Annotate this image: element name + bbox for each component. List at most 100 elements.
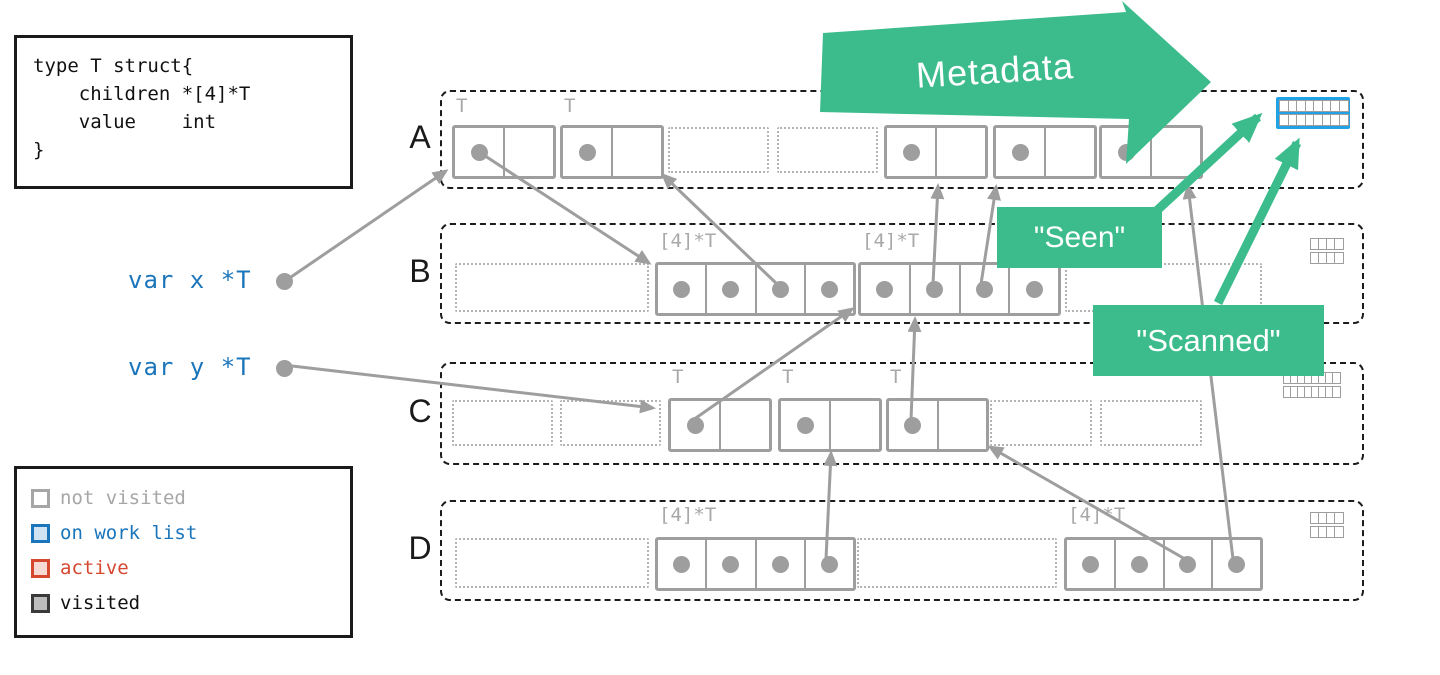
free-slot (990, 400, 1092, 446)
object-cell (1010, 265, 1058, 313)
pointer-dot (1117, 143, 1135, 161)
code-line: value int (33, 111, 217, 133)
metadata-bitmap-icon (1310, 512, 1344, 538)
bitmap-cell (1338, 100, 1349, 112)
heap-object (884, 125, 988, 179)
type-label: [4]*T (659, 230, 717, 252)
legend-item: active (31, 557, 129, 579)
object-cell (563, 128, 613, 176)
heap-object (886, 398, 989, 452)
object-cell (861, 265, 911, 313)
object-cell (781, 401, 831, 449)
bitmap-row (1310, 238, 1344, 250)
pointer-dot (820, 555, 838, 573)
heap-row-label-C: C (408, 392, 432, 429)
pointer-dot (673, 555, 691, 573)
stack-var-x-label: var x *T (128, 266, 252, 294)
code-line: type T struct{ (33, 55, 194, 77)
heap-row-label-A: A (409, 118, 431, 155)
pointer-dot (926, 280, 944, 298)
pointer-dot (1179, 555, 1197, 573)
object-cell (939, 401, 987, 449)
pointer-dot (820, 280, 838, 298)
heap-row-D (440, 500, 1364, 601)
heap-object (993, 125, 1097, 179)
object-cell (707, 265, 757, 313)
object-cell (1165, 540, 1214, 588)
heap-object (668, 398, 772, 452)
bitmap-row (1283, 386, 1341, 398)
object-cell (505, 128, 553, 176)
code-line: children *[4]*T (33, 83, 251, 105)
free-slot (668, 127, 769, 173)
type-label: T (456, 95, 468, 117)
pointer-dot (686, 416, 704, 434)
pointer-dot (722, 280, 740, 298)
bitmap-cell (1332, 372, 1341, 384)
object-cell (707, 540, 757, 588)
free-slot (455, 263, 649, 312)
pointer-dot (470, 143, 488, 161)
code-snippet: type T struct{ children *[4]*T value int… (17, 38, 350, 164)
legend-swatch-icon (31, 558, 50, 578)
object-cell (889, 401, 939, 449)
object-cell (1046, 128, 1094, 176)
var-x-pointer-dot (276, 273, 293, 290)
legend-item-label: active (60, 557, 129, 579)
heap-object (560, 125, 664, 179)
pointer-dot (1228, 555, 1246, 573)
heap-row-label-D: D (408, 529, 432, 566)
bitmap-cell (1334, 238, 1344, 250)
type-label: T (890, 366, 902, 388)
object-cell (1116, 540, 1165, 588)
heap-row-label-B: B (409, 252, 431, 289)
free-slot (777, 127, 878, 173)
array-object (655, 262, 856, 316)
pointer-dot (771, 280, 789, 298)
object-cell (831, 401, 879, 449)
object-cell (658, 265, 708, 313)
object-cell (757, 265, 806, 313)
legend-swatch-icon (31, 593, 50, 613)
object-cell (721, 401, 769, 449)
heap-object (452, 125, 556, 179)
pointer-dot (902, 143, 920, 161)
stack-var-y-label: var y *T (128, 353, 252, 381)
type-declaration-box: type T struct{ children *[4]*T value int… (14, 35, 353, 189)
object-cell (613, 128, 661, 176)
heap-row-C (440, 362, 1364, 465)
object-cell (961, 265, 1011, 313)
pointer-dot (975, 280, 993, 298)
seen-label-text: "Seen" (1033, 220, 1126, 254)
object-cell (1213, 540, 1260, 588)
free-slot (560, 400, 661, 446)
worklist-bitmap (1276, 97, 1350, 129)
legend-swatch-icon (31, 523, 50, 543)
object-cell (887, 128, 937, 176)
pointer-dot (722, 555, 740, 573)
pointer-dot (578, 143, 596, 161)
object-cell (757, 540, 806, 588)
bitmap-row (1279, 114, 1349, 126)
legend-item-label: visited (60, 592, 141, 614)
pointer-dot (1130, 555, 1148, 573)
pointer-dot (771, 555, 789, 573)
scanned-label: "Scanned" (1093, 305, 1324, 376)
type-label: [4]*T (862, 230, 920, 252)
bitmap-cell (1334, 526, 1344, 538)
pointer-dot (1011, 143, 1029, 161)
array-object (858, 262, 1061, 316)
bitmap-cell (1334, 512, 1344, 524)
object-cell (937, 128, 985, 176)
type-label: [4]*T (1068, 504, 1126, 526)
pointer-dot (1025, 280, 1043, 298)
type-label: T (672, 366, 684, 388)
object-cell (806, 265, 853, 313)
object-cell (455, 128, 505, 176)
object-cell (1102, 128, 1152, 176)
code-line: } (33, 139, 45, 161)
object-cell (658, 540, 708, 588)
bitmap-row (1310, 512, 1344, 524)
